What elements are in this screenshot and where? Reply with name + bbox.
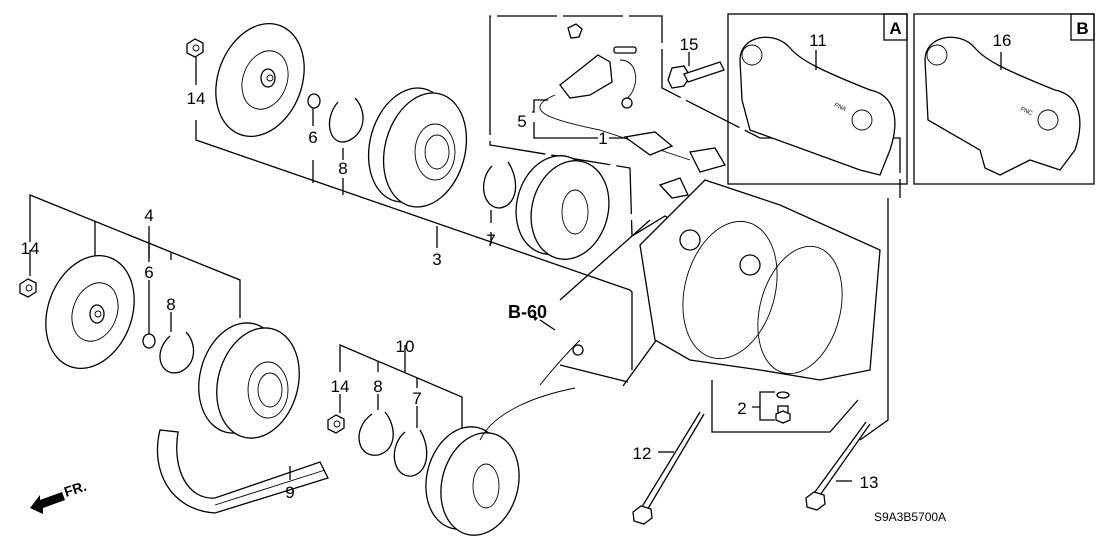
clutch-plate-left: [45, 254, 135, 370]
snap-ring-part-7-bottom: [393, 429, 428, 477]
callout-15: 15: [680, 35, 699, 54]
pulley-top: [367, 87, 468, 208]
sensor-group-box: [489, 15, 901, 198]
callout-labels: 14 6 8 3 7 14 4 6 8 10 14 8 7 9 5 1 15 2…: [21, 35, 879, 502]
shim-part-6-top: [307, 93, 321, 109]
snap-ring-part-8-top: [328, 97, 364, 143]
callout-12: 12: [633, 444, 652, 463]
bracket-part-16: [924, 36, 1081, 176]
bolt-part-12: [632, 411, 705, 525]
nut-part-14-bottom: [327, 414, 345, 434]
callout-14-bottom: 14: [331, 377, 350, 396]
callout-2: 2: [737, 399, 746, 418]
ground-wire: [532, 315, 584, 386]
front-label: FR.: [62, 478, 88, 500]
callout-16: 16: [993, 31, 1012, 50]
sensor-assembly-part-5: [539, 23, 726, 173]
inset-b-tag: B: [1076, 19, 1088, 38]
inset-box-b: B 16 PNC: [913, 13, 1095, 185]
diagram-code: S9A3B5700A: [874, 510, 946, 524]
callout-1: 1: [598, 129, 607, 148]
callout-8-top: 8: [338, 159, 347, 178]
callout-14-left: 14: [21, 239, 40, 258]
field-coil-bottom: [425, 387, 576, 536]
sensor-clip-part-1: [623, 131, 674, 156]
callout-8-bottom: 8: [373, 377, 382, 396]
nut-part-14-top: [186, 38, 204, 58]
clutch-plate-top: [215, 22, 305, 138]
stamp-pna: PNA: [833, 102, 847, 113]
group-lines: [29, 15, 901, 460]
callout-7-bottom: 7: [412, 389, 421, 408]
drive-belt-part-9: [156, 429, 329, 514]
stamp-pnc: PNC: [1019, 106, 1034, 117]
callout-3: 3: [432, 250, 441, 269]
clutch-group-bracket-top: [195, 120, 631, 291]
pulley-left: [198, 322, 300, 439]
callout-10: 10: [396, 337, 415, 356]
callout-8-left: 8: [166, 295, 175, 314]
callout-7-top: 7: [486, 231, 495, 250]
front-arrow-icon: [30, 492, 65, 514]
clutch-group-bracket-left: [29, 194, 241, 318]
callout-leaders: [29, 52, 852, 482]
inset-box-a: A 11 PNA: [727, 13, 908, 185]
callout-6-top: 6: [308, 128, 317, 147]
bolt-part-15: [667, 61, 725, 89]
inset-a-tag: A: [889, 19, 901, 38]
snap-ring-part-8-bottom: [358, 411, 394, 456]
bracket-part-11: [739, 36, 896, 176]
callout-14-top: 14: [187, 89, 206, 108]
compressor-body: [639, 179, 881, 381]
shim-part-6-left: [142, 333, 156, 349]
snap-ring-part-7-top: [482, 161, 517, 209]
bolt-part-13: [805, 421, 871, 511]
nut-part-14-left: [19, 278, 37, 298]
callout-5: 5: [517, 112, 526, 131]
field-coil-top: [515, 155, 610, 260]
reference-b60: B-60: [508, 302, 547, 322]
callout-4: 4: [144, 206, 153, 225]
callout-13: 13: [860, 473, 879, 492]
front-direction-indicator: FR.: [30, 478, 88, 514]
callout-11: 11: [809, 31, 827, 50]
callout-6-left: 6: [144, 263, 153, 282]
snap-ring-part-8-left: [159, 331, 195, 374]
callout-9: 9: [285, 483, 294, 502]
connector-clip: [658, 177, 689, 199]
bolt-washer-part-2: [775, 391, 791, 424]
